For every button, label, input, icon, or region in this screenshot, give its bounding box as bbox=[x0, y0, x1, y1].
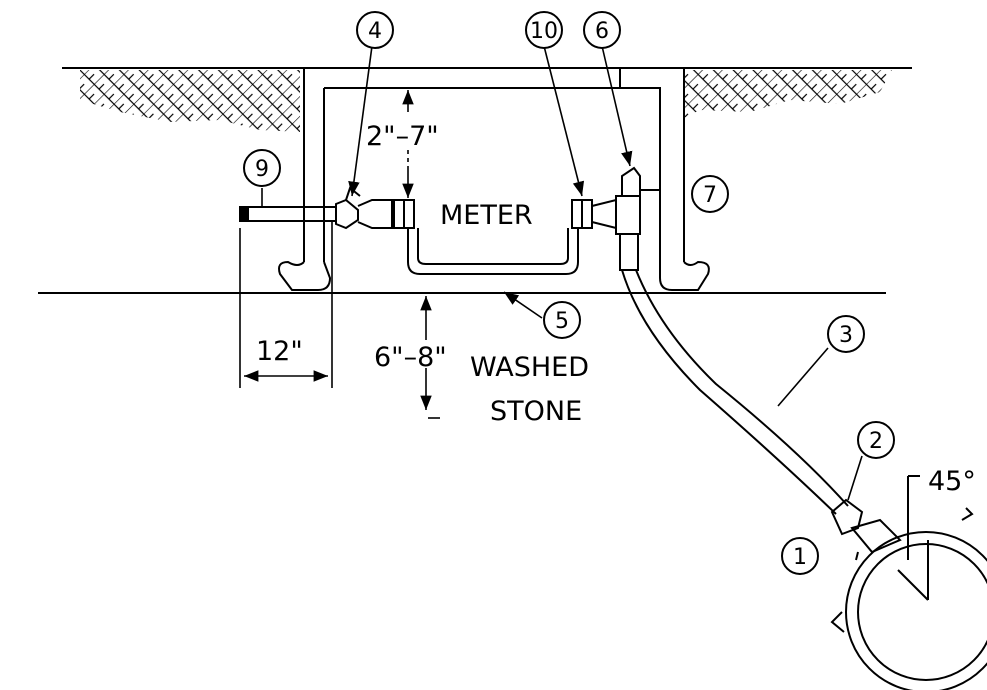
service-pipe bbox=[621, 269, 849, 515]
depth-dimension-bottom bbox=[420, 296, 440, 419]
callout-circle-10 bbox=[525, 11, 563, 49]
outlet-fitting bbox=[591, 166, 660, 271]
callout-9: 9 bbox=[255, 157, 269, 182]
callout-10: 10 bbox=[530, 19, 558, 44]
callout-5: 5 bbox=[555, 309, 569, 334]
offset-label: 12" bbox=[256, 336, 303, 367]
callout-circle-2 bbox=[857, 421, 895, 459]
soil-hatch-left bbox=[80, 70, 300, 132]
callout-3: 3 bbox=[839, 323, 853, 348]
callout-4: 4 bbox=[368, 19, 382, 44]
soil-hatch-right bbox=[684, 70, 892, 118]
water-main bbox=[830, 475, 987, 690]
meter-body bbox=[393, 199, 593, 275]
callout-circle-1 bbox=[781, 537, 819, 575]
depth-label-top: 2"–7" bbox=[366, 121, 439, 152]
meter-label: METER bbox=[440, 200, 533, 231]
callout-7: 7 bbox=[703, 183, 717, 208]
callout-1: 1 bbox=[793, 545, 807, 570]
angle-label: 45° bbox=[928, 466, 976, 497]
callout-circle-9 bbox=[243, 149, 281, 187]
stone-label: STONE bbox=[490, 396, 582, 427]
offset-dimension bbox=[239, 222, 333, 388]
callout-circle-3 bbox=[827, 315, 865, 353]
callout-leaders bbox=[261, 45, 863, 501]
callout-6: 6 bbox=[595, 19, 609, 44]
callout-circle-4 bbox=[356, 11, 394, 49]
callout-circle-7 bbox=[691, 175, 729, 213]
depth-label-bottom: 6"–8" bbox=[374, 342, 447, 373]
meter-pit-walls bbox=[278, 68, 710, 291]
washed-label: WASHED bbox=[470, 352, 589, 383]
callout-circle-5 bbox=[543, 301, 581, 339]
callout-2: 2 bbox=[869, 429, 883, 454]
callout-circle-6 bbox=[583, 11, 621, 49]
